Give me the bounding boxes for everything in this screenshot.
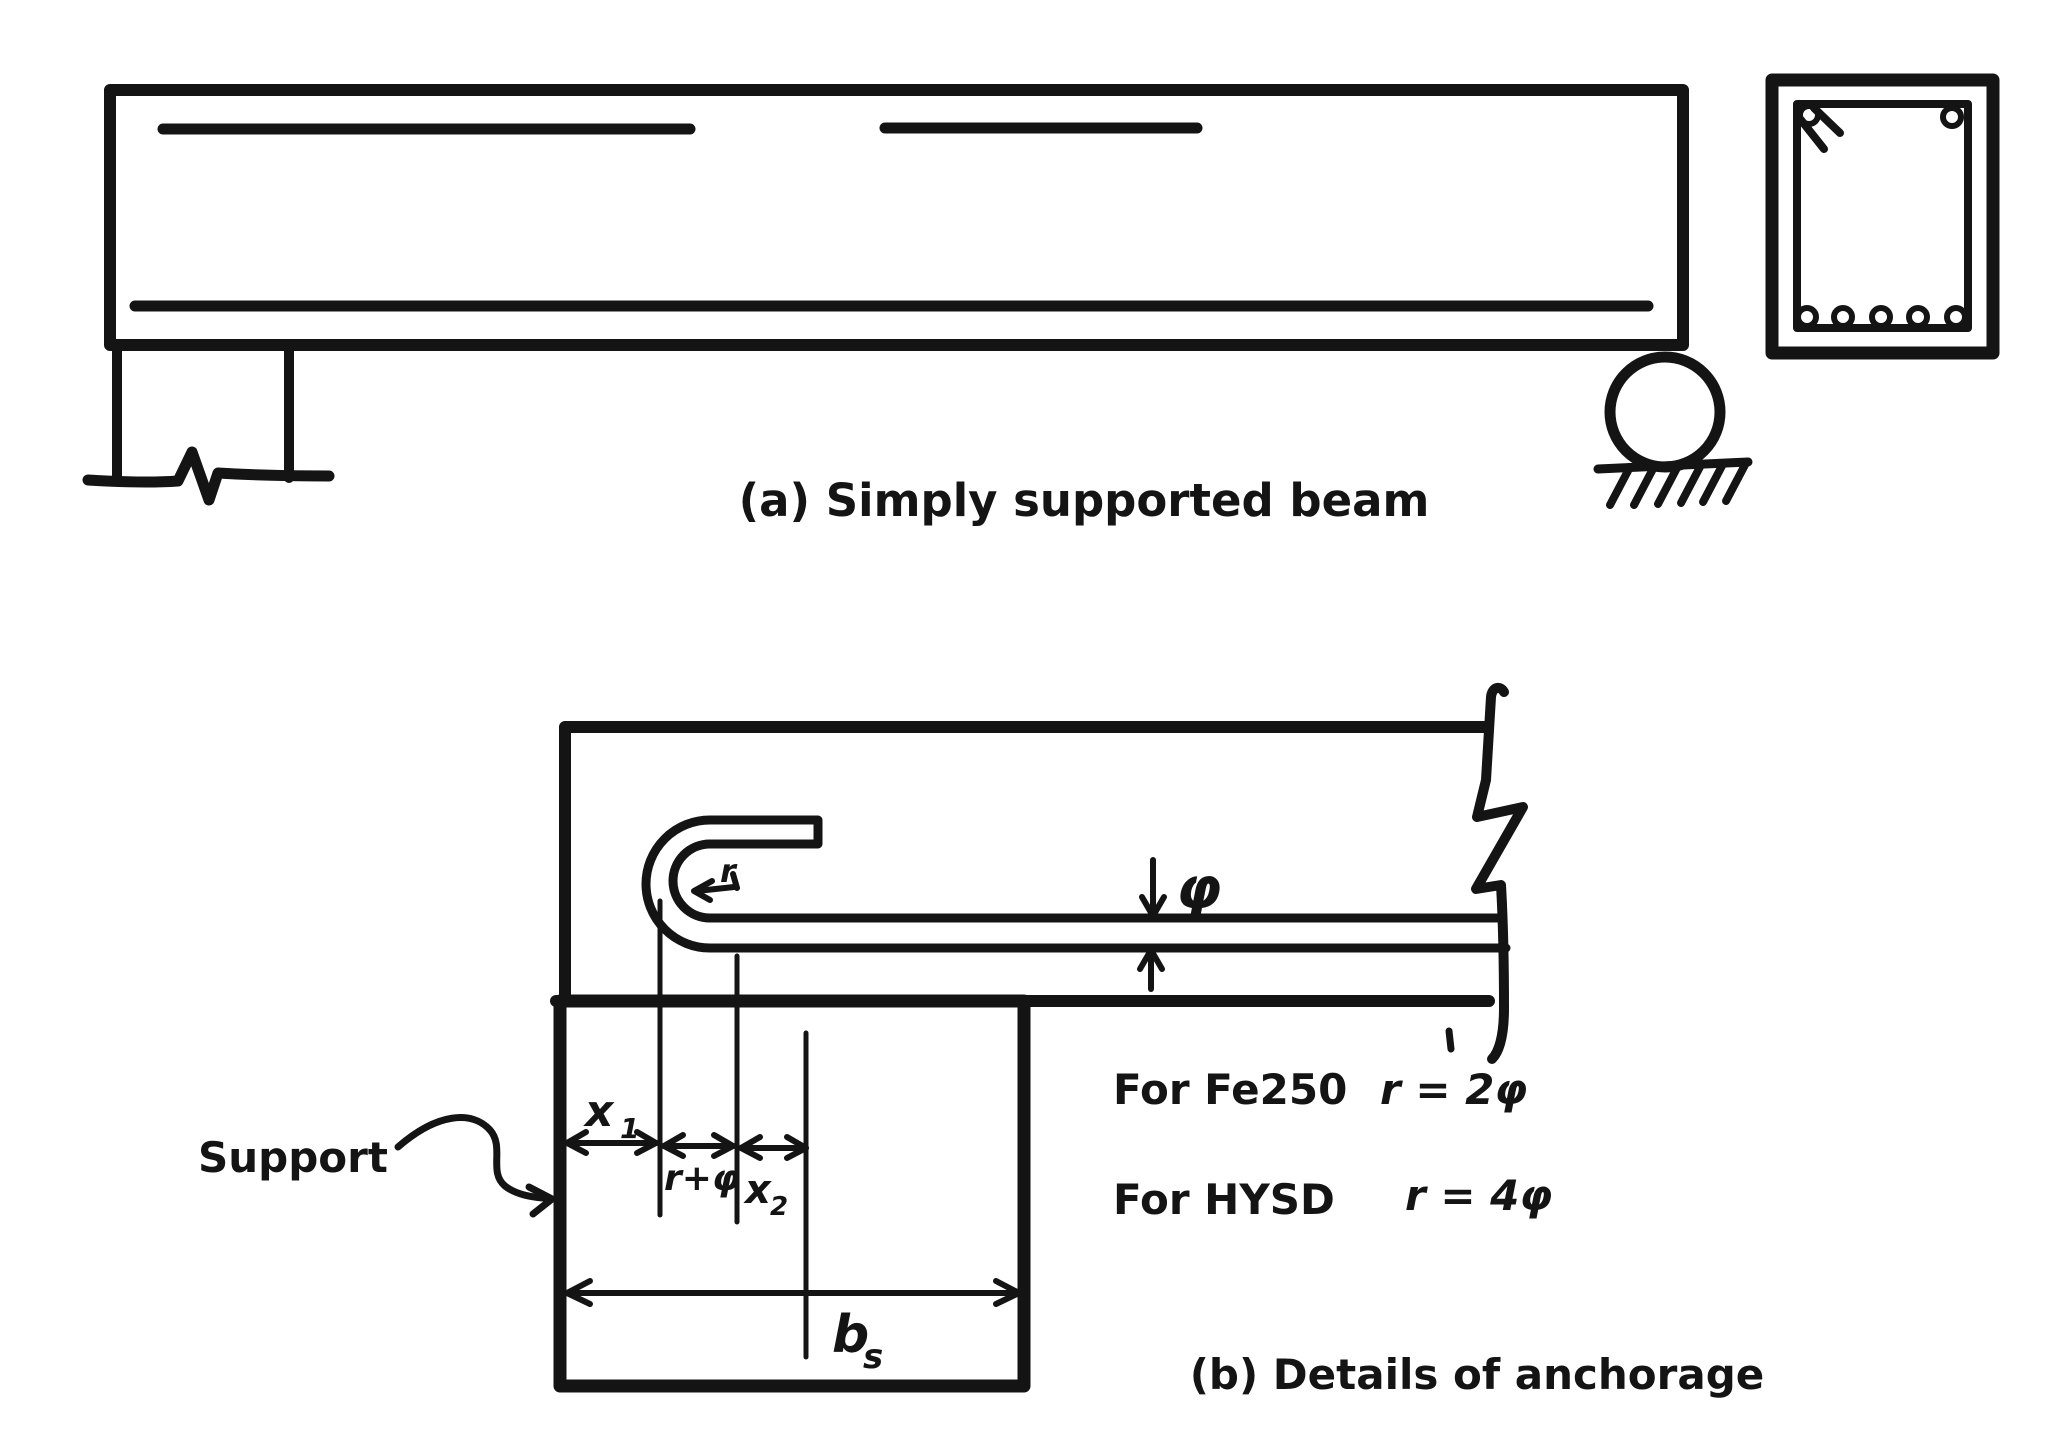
phi-label: φ [1176,854,1221,922]
r-plus-phi-label: r+φ [664,1158,740,1199]
dim-arrowhead [564,1129,589,1156]
hatch-stroke [1606,463,1634,509]
beam-outline [104,84,1689,351]
dim-arrowhead [661,1132,686,1159]
bar-diameter-dimension: φ [1137,854,1221,992]
dim-arrowhead [738,1134,763,1161]
dim-arrowhead [564,1278,593,1307]
hatch-stroke [1654,462,1682,508]
bearing-width-dimension: b s [564,1278,1022,1377]
note-fe250-label: For Fe250 [1113,1065,1347,1114]
phi-arrowhead-down [1139,894,1167,919]
part-a-simply-supported-beam: (a) Simply supported beam [82,73,2000,527]
caption-part-a: (a) Simply supported beam [739,474,1430,527]
x2-label: x [743,1167,772,1213]
caption-part-b: (b) Details of anchorage [1190,1350,1765,1399]
bottom-bar-dot [1944,305,1968,329]
beam-break-line [1471,682,1528,1064]
bottom-bar-dot [1906,305,1930,329]
cross-section-outline [1765,73,2000,360]
dim-arrowhead [784,1134,809,1161]
corner-tie-mark [1810,104,1844,137]
roller-ground-hatching [1606,459,1750,509]
dim-arrowhead [634,1129,659,1156]
bottom-bar-dot [1869,305,1893,329]
radius-arrowhead [691,878,715,903]
beam-cross-section [1765,73,2000,360]
left-support-ground-line [82,446,335,506]
note-hysd-label: For HYSD [1113,1175,1335,1224]
beam-outline-b [559,721,1493,1007]
roller-circle [1604,351,1726,473]
radius-arrow-tick [730,871,740,891]
anchorage-dimension-row: x 1 r+φ x 2 [564,1086,809,1222]
pen-tick-mark [1445,1027,1455,1053]
x2-subscript: 2 [770,1192,788,1222]
dim-arrowhead [711,1132,736,1159]
support-leader-line [394,1114,547,1202]
bottom-bar-dot [1831,305,1855,329]
support-label: Support [198,1133,388,1182]
corner-tie-mark [1797,116,1828,153]
hatch-stroke [1722,459,1750,505]
bs-subscript: s [863,1337,883,1377]
support-callout: Support [198,1114,556,1218]
hatch-stroke [1677,461,1705,507]
bs-label: b [832,1305,869,1365]
radius-arrow-line [694,884,737,894]
hooked-bar [641,815,1511,953]
left-support [82,340,335,506]
hatch-stroke [1630,463,1658,509]
part-b-anchorage-detail: r φ x 1 r+φ x 2 [198,682,1765,1399]
x1-label: x [583,1086,615,1137]
top-bar-dot-right [1940,105,1964,129]
hatch-stroke [1699,460,1727,506]
bend-radius-dimension: r [691,852,740,903]
support-block [553,994,1031,1393]
x1-subscript: 1 [620,1112,639,1145]
bend-radius-notes: For Fe250 r = 2φ For HYSD r = 4φ [1113,1027,1552,1224]
note-hysd-eq: r = 4φ [1405,1171,1552,1220]
right-roller-support [1593,351,1753,509]
support-leader-arrowhead [525,1183,556,1218]
phi-arrowhead-up [1137,947,1165,972]
dim-arrowhead [993,1278,1022,1307]
radius-label: r [720,852,738,890]
note-fe250-eq: r = 2φ [1380,1065,1527,1114]
bottom-bar-dot [1795,305,1819,329]
stirrup [1793,100,1972,332]
